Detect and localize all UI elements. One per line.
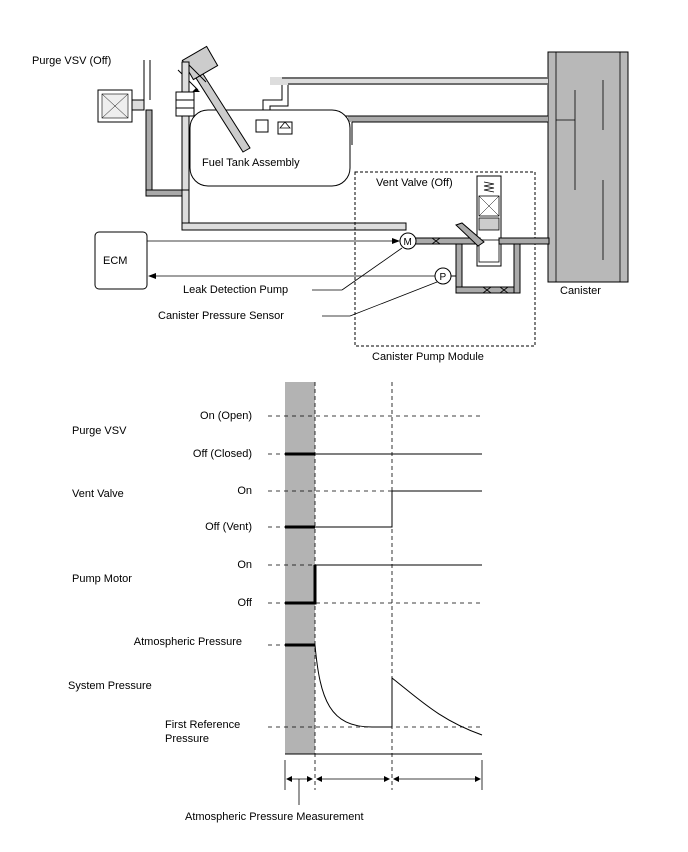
module-pipes [411, 222, 550, 294]
first-reference-level-line2: Pressure [165, 733, 209, 745]
vent-valve-row-label: Vent Valve [72, 488, 124, 500]
vent-valve [476, 175, 502, 267]
signal-traces [285, 452, 483, 755]
row-labels: Purge VSV Vent Valve Pump Motor System P… [68, 425, 152, 692]
tank-to-module-pipe [181, 189, 407, 231]
pressure-symbol-text: P [440, 272, 447, 283]
ecm-box [94, 231, 148, 290]
ecm-label: ECM [103, 255, 127, 267]
vent-valve-on-level: On [237, 485, 252, 497]
motor-symbol-text: M [404, 237, 412, 248]
fuel-tank [189, 109, 351, 187]
pressure-sensor-symbol: P [434, 267, 456, 285]
pump-motor-off-level: Off [238, 597, 253, 609]
level-labels: On (Open) Off (Closed) On Off (Vent) On … [134, 410, 253, 745]
inlet-pipe [175, 61, 195, 193]
canister-pressure-sensor-label: Canister Pressure Sensor [158, 310, 284, 322]
vent-valve-trace [285, 490, 482, 528]
tank-to-canister-pipes [262, 77, 548, 145]
schematic: Canister Fuel Tank Assembly [32, 45, 629, 363]
purge-vsv-on-level: On (Open) [200, 410, 252, 422]
vent-valve-off-level: Off (Vent) [205, 521, 252, 533]
purge-vsv [97, 60, 151, 123]
vent-valve-label: Vent Valve (Off) [376, 177, 453, 189]
first-reference-level-line1: First Reference [165, 719, 240, 731]
atmospheric-pressure-level: Atmospheric Pressure [134, 636, 242, 648]
purge-vsv-label: Purge VSV (Off) [32, 55, 111, 67]
pump-motor-row-label: Pump Motor [72, 573, 132, 585]
pump-motor-symbol: M [399, 232, 417, 250]
atmospheric-measurement-caption: Atmospheric Pressure Measurement [185, 811, 364, 823]
fuel-tank-label: Fuel Tank Assembly [202, 157, 300, 169]
purge-vsv-row-label: Purge VSV [72, 425, 127, 437]
phase-boundaries [314, 382, 393, 790]
signal-lines [147, 238, 438, 317]
purge-vsv-off-level: Off (Closed) [193, 448, 252, 460]
orifice-icon [431, 237, 509, 294]
system-pressure-row-label: System Pressure [68, 680, 152, 692]
canister [547, 51, 629, 283]
system-pressure-trace [285, 644, 483, 736]
timing-chart: On (Open) Off (Closed) On Off (Vent) On … [68, 382, 483, 823]
purge-line [145, 109, 187, 197]
canister-label: Canister [560, 285, 601, 297]
pump-motor-on-level: On [237, 559, 252, 571]
canister-pump-module-box [354, 171, 536, 347]
phase-markers [284, 760, 483, 805]
canister-pump-module-label: Canister Pump Module [372, 351, 484, 363]
atmospheric-measurement-phase-shading [285, 382, 315, 754]
leak-detection-pump-label: Leak Detection Pump [183, 284, 288, 296]
